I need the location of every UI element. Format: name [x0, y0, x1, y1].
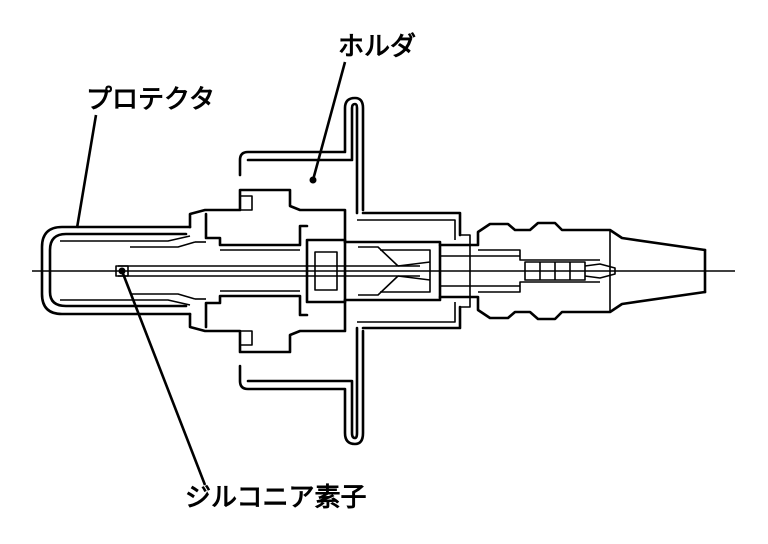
protector-label: プロテクタ — [86, 85, 215, 115]
holder-leader-line — [311, 61, 347, 181]
sensor-body — [188, 188, 347, 354]
inner-insulator — [305, 238, 442, 304]
zirconia-element-label: ジルコニア素子 — [185, 483, 367, 513]
holder-label: ホルダ — [338, 32, 417, 62]
zirconia-leader-line — [120, 270, 207, 486]
protector-leader-line — [75, 114, 98, 229]
holder-leader-dot — [309, 176, 317, 184]
zirconia-element-rod — [115, 265, 420, 277]
protector-cap — [40, 225, 196, 316]
holder-flange — [238, 96, 462, 446]
zirconia-leader-dot — [118, 267, 126, 275]
rear-terminal — [438, 221, 707, 321]
